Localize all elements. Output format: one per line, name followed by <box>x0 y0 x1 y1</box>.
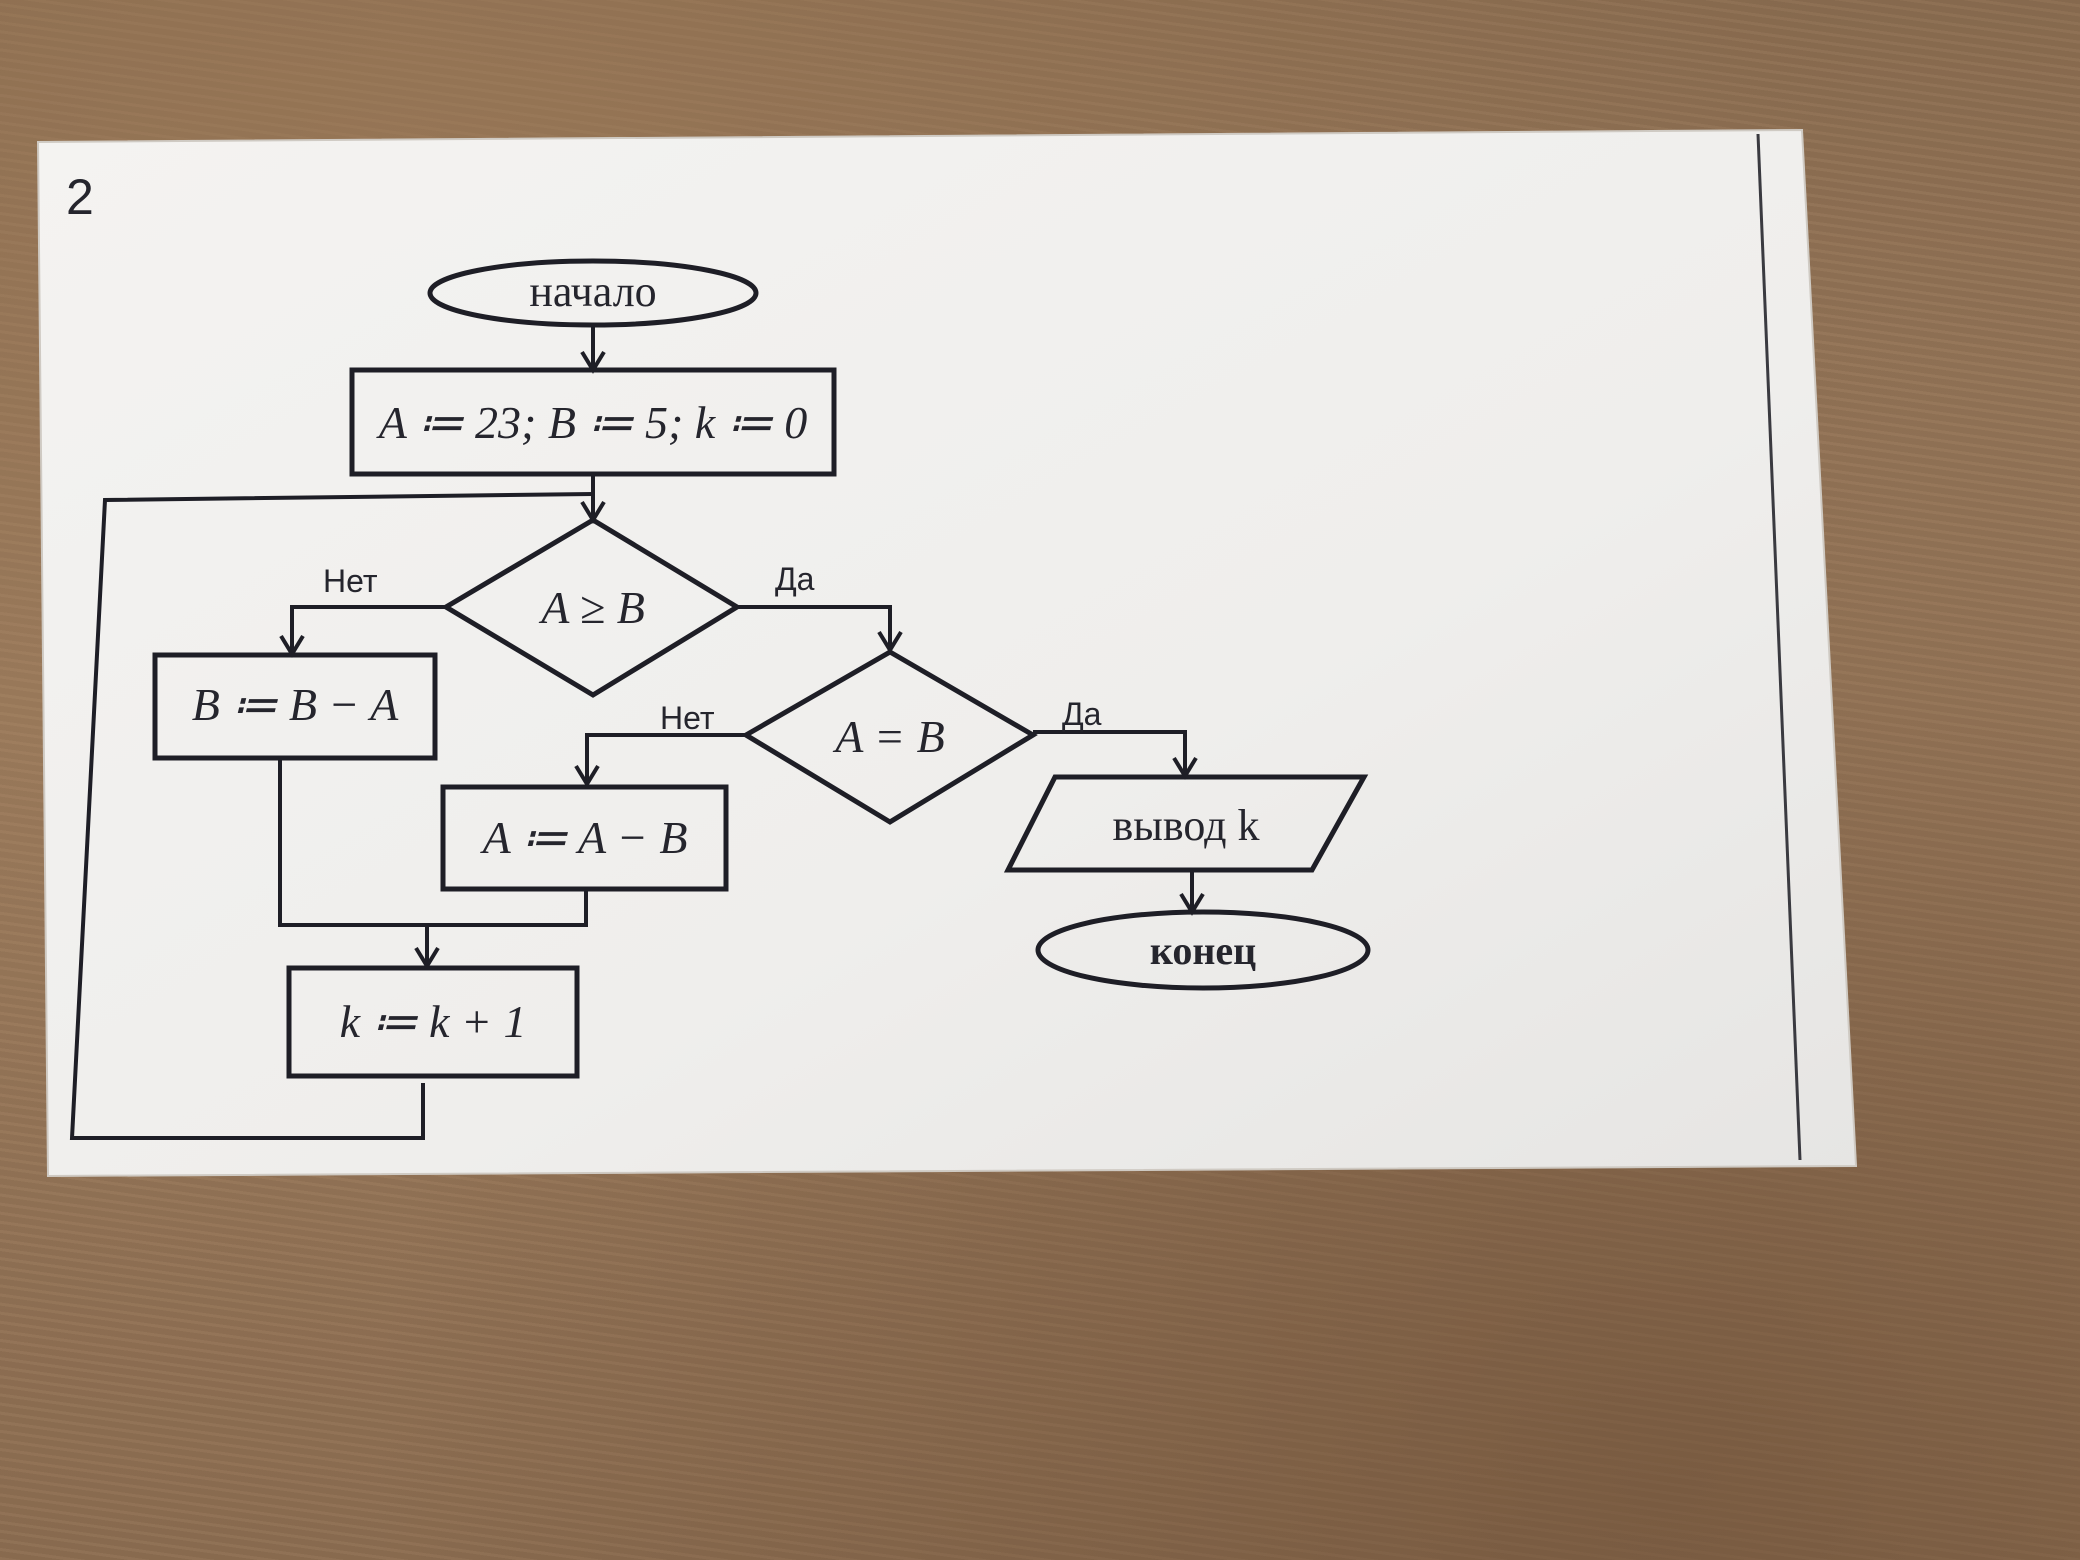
arrowhead-eq-no <box>574 764 600 788</box>
start-label: начало <box>529 267 656 316</box>
init-label: A ≔ 23; B ≔ 5; k ≔ 0 <box>376 397 807 448</box>
decision-a-ge-b <box>441 517 742 698</box>
end-terminal <box>1035 909 1371 991</box>
decision-a-eq-b <box>741 649 1038 825</box>
increment-process <box>286 965 580 1079</box>
edge-ge-yes <box>737 605 892 648</box>
decision-a-eq-b-label: A = B <box>832 711 944 762</box>
assign-b-process <box>152 652 438 761</box>
edge-eq-yes <box>1033 730 1187 774</box>
assign-a-label: A ≔ A − B <box>480 812 688 863</box>
edge-label-ge-no: Нет <box>323 563 378 599</box>
edge-ge-no <box>290 605 446 652</box>
edge-loop-back <box>69 492 594 1140</box>
edge-label-eq-yes: Да <box>1062 696 1102 732</box>
edge-assign-b-down <box>278 758 588 927</box>
edge-label-eq-no: Нет <box>660 700 715 736</box>
edge-eq-no <box>585 733 746 782</box>
paper-border-line <box>1756 133 1802 1161</box>
end-label: конец <box>1150 928 1256 973</box>
assign-b-label: B ≔ B − A <box>192 679 399 730</box>
increment-label: k ≔ k + 1 <box>340 996 527 1047</box>
paper-sheet <box>36 128 1858 1178</box>
decision-a-ge-b-label: A ≥ B <box>538 582 645 633</box>
task-number: 2 <box>66 169 94 225</box>
output-io <box>1003 774 1369 873</box>
edge-label-ge-yes: Да <box>775 561 815 597</box>
output-label: вывод k <box>1113 801 1260 850</box>
